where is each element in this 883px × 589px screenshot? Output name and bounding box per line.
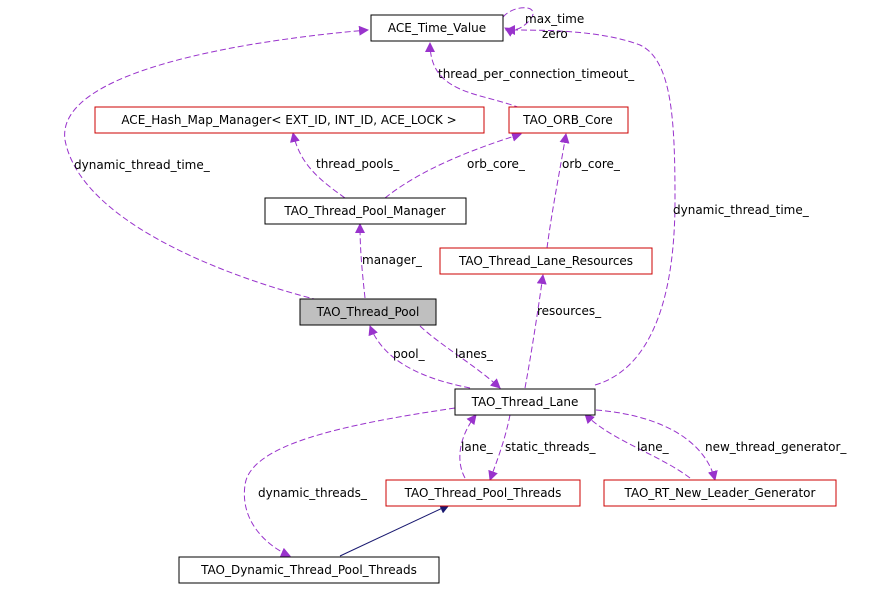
label-pool: pool_ [393,347,426,361]
edge-dynamic-thread-time-left [64,25,369,301]
node-tao-thread-pool-threads-label: TAO_Thread_Pool_Threads [404,486,562,500]
label-thread-pools: thread_pools_ [316,157,400,171]
node-ace-hash-map-manager[interactable]: ACE_Hash_Map_Manager< EXT_ID, INT_ID, AC… [94,106,485,134]
label-manager: manager_ [362,253,423,267]
node-tao-dynamic-thread-pool-threads-label: TAO_Dynamic_Thread_Pool_Threads [200,563,417,577]
edge-dynamic-threads [243,407,456,557]
label-lane-left: lane_ [461,440,494,454]
label-dynamic-threads: dynamic_threads_ [258,486,368,500]
edge-orb-core-left [384,131,522,199]
node-tao-thread-lane[interactable]: TAO_Thread_Lane [454,388,596,416]
node-ace-hash-map-manager-label: ACE_Hash_Map_Manager< EXT_ID, INT_ID, AC… [121,113,456,127]
node-tao-rt-new-leader-generator[interactable]: TAO_RT_New_Leader_Generator [603,479,837,507]
edge-thread-pools [290,132,346,199]
label-thread-per-connection-timeout: thread_per_connection_timeout_ [438,67,635,81]
edge-manager [355,223,366,299]
edges [64,7,718,557]
label-zero: zero [542,27,568,41]
edge-new-thread-generator [595,409,718,481]
node-tao-thread-pool-label: TAO_Thread_Pool [316,305,420,319]
node-ace-time-value-label: ACE_Time_Value [388,21,486,35]
edge-labels: max_time zero thread_per_connection_time… [74,12,847,500]
edge-resources [524,274,547,389]
edge-inherits [339,504,450,557]
label-max-time: max_time [525,12,584,26]
node-tao-orb-core[interactable]: TAO_ORB_Core [508,106,629,134]
nodes: ACE_Time_Value ACE_Hash_Map_Manager< EXT… [94,14,837,584]
edge-pool [368,325,471,389]
node-tao-thread-lane-label: TAO_Thread_Lane [471,395,579,409]
edge-lanes [419,325,501,389]
label-orb-core-left: orb_core_ [467,157,526,171]
edge-lane-left [459,414,477,479]
label-static-threads: static_threads_ [505,440,597,454]
node-tao-thread-pool-manager-label: TAO_Thread_Pool_Manager [283,204,445,218]
node-tao-dynamic-thread-pool-threads[interactable]: TAO_Dynamic_Thread_Pool_Threads [178,556,440,584]
node-ace-time-value[interactable]: ACE_Time_Value [370,14,504,42]
node-tao-orb-core-label: TAO_ORB_Core [522,113,613,127]
label-dynamic-thread-time-right: dynamic_thread_time_ [673,203,810,217]
node-tao-rt-new-leader-generator-label: TAO_RT_New_Leader_Generator [624,486,816,500]
node-tao-thread-pool-threads[interactable]: TAO_Thread_Pool_Threads [385,479,581,507]
node-tao-thread-pool[interactable]: TAO_Thread_Pool [299,298,437,326]
label-lane-right: lane_ [637,440,670,454]
label-lanes: lanes_ [455,347,494,361]
label-dynamic-thread-time-left: dynamic_thread_time_ [74,158,211,172]
node-tao-thread-lane-resources-label: TAO_Thread_Lane_Resources [458,254,633,268]
edge-thread-per-connection-timeout [425,42,521,109]
edge-dynamic-thread-time-right [504,25,676,386]
label-resources: resources_ [537,304,602,318]
node-tao-thread-pool-manager[interactable]: TAO_Thread_Pool_Manager [264,197,467,225]
edge-orb-core-right [546,133,570,249]
node-tao-thread-lane-resources[interactable]: TAO_Thread_Lane_Resources [439,247,653,275]
edge-lane-right [584,413,691,479]
label-new-thread-generator: new_thread_generator_ [705,440,847,454]
label-orb-core-right: orb_core_ [562,157,621,171]
